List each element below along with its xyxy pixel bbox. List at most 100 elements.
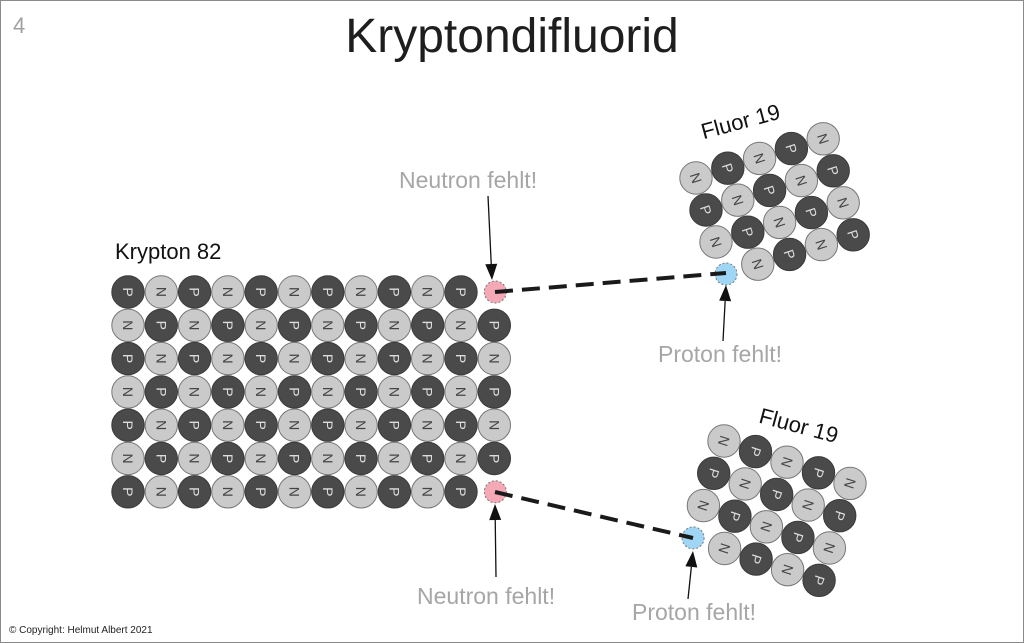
proton-particle: P bbox=[244, 408, 278, 442]
neutron-particle: N bbox=[411, 275, 445, 309]
neutron-letter: N bbox=[820, 541, 838, 556]
missing-proton-particle bbox=[681, 526, 705, 550]
proton-particle: P bbox=[344, 375, 378, 409]
neutron-particle: N bbox=[144, 341, 179, 376]
proton-particle: P bbox=[111, 475, 145, 509]
neutron-letter: N bbox=[757, 520, 775, 535]
neutron-particle: N bbox=[344, 475, 378, 509]
proton-particle: P bbox=[718, 499, 752, 533]
proton-particle: P bbox=[344, 441, 378, 476]
proton-letter: P bbox=[153, 454, 169, 463]
proton-particle: P bbox=[711, 151, 745, 185]
neutron-letter: N bbox=[420, 287, 436, 297]
neutron-letter: N bbox=[486, 420, 502, 430]
proton-letter: P bbox=[220, 321, 236, 330]
proton-letter: P bbox=[320, 487, 336, 496]
neutron-letter: N bbox=[715, 434, 733, 449]
proton-particle: P bbox=[411, 308, 445, 342]
proton-particle: P bbox=[211, 375, 245, 409]
neutron-particle: N bbox=[277, 408, 312, 442]
neutron-particle: N bbox=[177, 375, 212, 409]
bond-lines bbox=[494, 271, 727, 540]
proton-particle: P bbox=[177, 408, 212, 442]
neutron-letter: N bbox=[420, 420, 436, 430]
proton-letter: P bbox=[187, 421, 203, 430]
proton-letter: P bbox=[453, 487, 469, 496]
proton-particle: P bbox=[244, 475, 278, 509]
neutron-letter: N bbox=[353, 487, 369, 497]
neutron-particle: N bbox=[742, 141, 777, 176]
neutron-particle: N bbox=[826, 186, 860, 220]
krypton-label: Krypton 82 bbox=[115, 239, 222, 264]
proton-letter: P bbox=[153, 387, 169, 396]
proton-particle: P bbox=[411, 375, 445, 409]
proton-particle: P bbox=[411, 441, 445, 476]
neutron-particle: N bbox=[812, 531, 847, 565]
neutron-particle: N bbox=[177, 308, 212, 342]
proton-letter: P bbox=[386, 354, 402, 363]
proton-particle: P bbox=[774, 131, 809, 166]
neutron-letter: N bbox=[120, 387, 136, 397]
proton-particle: P bbox=[477, 308, 511, 342]
proton-particle: P bbox=[177, 341, 212, 376]
neutron-particle: N bbox=[144, 408, 179, 442]
neutron-letter: N bbox=[687, 171, 705, 186]
proton-particle: P bbox=[731, 215, 765, 249]
neutron-letter: N bbox=[120, 320, 136, 330]
proton-particle: P bbox=[689, 193, 723, 227]
neutron-particle: N bbox=[804, 227, 839, 262]
proton-particle: P bbox=[144, 375, 179, 409]
proton-letter: P bbox=[120, 354, 136, 363]
neutron-particle: N bbox=[411, 341, 445, 376]
neutron-letter: N bbox=[120, 453, 136, 463]
neutron-particle: N bbox=[728, 467, 762, 501]
neutron-letter: N bbox=[253, 453, 269, 463]
bond-line-bottom bbox=[494, 490, 694, 540]
neutron-letter: N bbox=[453, 387, 469, 397]
neutron-letter: N bbox=[694, 498, 712, 513]
neutron-particle: N bbox=[707, 424, 741, 458]
neutron-particle: N bbox=[784, 163, 819, 198]
proton-particle: P bbox=[277, 375, 312, 409]
proton-letter: P bbox=[486, 454, 502, 463]
proton-particle: P bbox=[111, 275, 145, 309]
neutron-particle: N bbox=[111, 375, 145, 409]
neutron-letter: N bbox=[320, 453, 336, 463]
proton-letter: P bbox=[386, 421, 402, 430]
neutron-letter: N bbox=[153, 487, 169, 497]
proton-particle: P bbox=[344, 308, 378, 342]
neutron-particle: N bbox=[277, 341, 312, 376]
neutron-particle: N bbox=[762, 205, 797, 240]
neutron-letter: N bbox=[153, 354, 169, 364]
neutron-letter: N bbox=[353, 354, 369, 364]
page-title: Kryptondifluorid bbox=[345, 10, 679, 63]
neutron-particle: N bbox=[411, 475, 445, 509]
neutron-particle: N bbox=[741, 247, 775, 281]
neutron-letter: N bbox=[253, 387, 269, 397]
neutron-particle: N bbox=[177, 441, 212, 476]
neutron-particle: N bbox=[770, 445, 804, 479]
proton-letter: P bbox=[253, 287, 269, 296]
arrow-proton-top bbox=[719, 285, 732, 342]
proton-particle: P bbox=[772, 237, 807, 272]
proton-letter: P bbox=[187, 287, 203, 296]
neutron-particle: N bbox=[377, 375, 412, 409]
neutron-letter: N bbox=[486, 354, 502, 364]
proton-particle: P bbox=[311, 341, 345, 376]
neutron-particle: N bbox=[377, 441, 412, 476]
proton-particle: P bbox=[477, 375, 511, 409]
proton-letter: P bbox=[453, 287, 469, 296]
neutron-particle: N bbox=[699, 225, 733, 259]
neutron-particle: N bbox=[707, 531, 742, 566]
proton-letter: P bbox=[253, 354, 269, 363]
proton-particle: P bbox=[444, 341, 478, 376]
neutron-letter: N bbox=[220, 354, 236, 364]
neutron-letter: N bbox=[750, 151, 768, 166]
proton-particle: P bbox=[802, 563, 836, 597]
neutron-particle: N bbox=[111, 441, 145, 476]
neutron-letter: N bbox=[729, 193, 747, 208]
neutron-letter: N bbox=[841, 476, 859, 491]
proton-letter: P bbox=[187, 487, 203, 496]
neutron-letter: N bbox=[770, 215, 788, 230]
neutron-particle: N bbox=[344, 275, 378, 309]
